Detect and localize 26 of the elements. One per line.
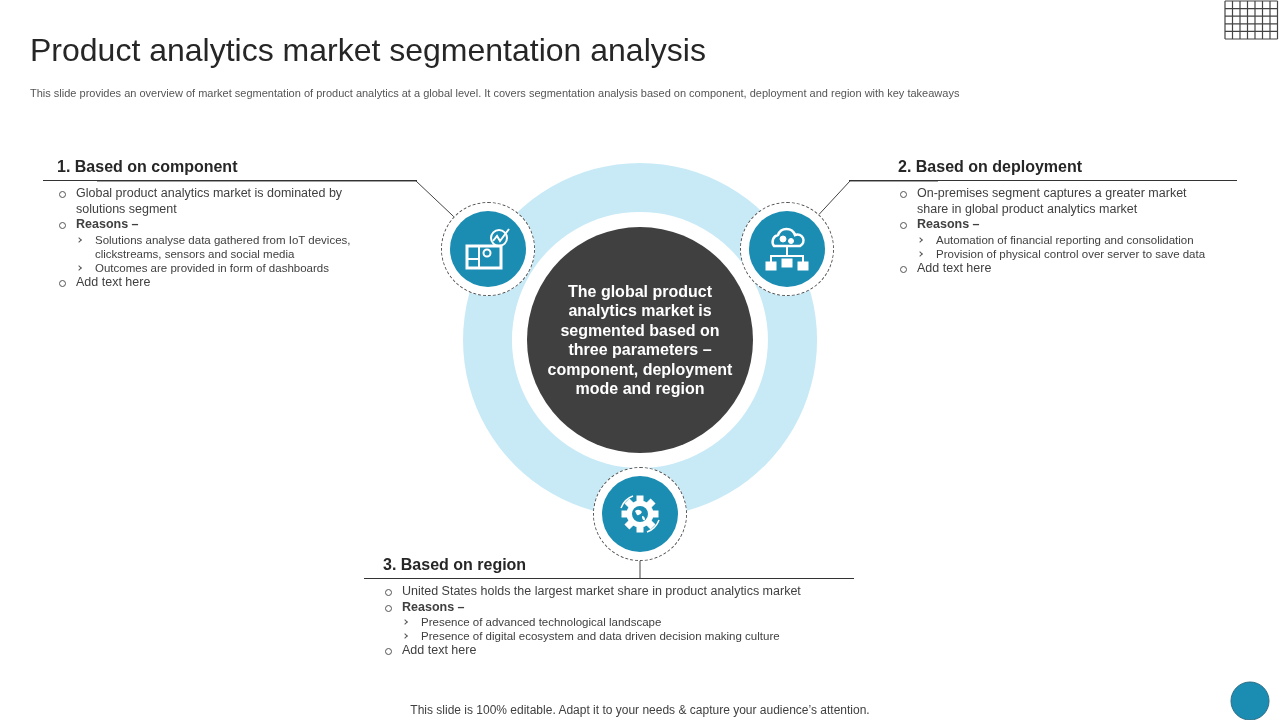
bullet-text: Add text here bbox=[402, 643, 477, 659]
leader-line bbox=[818, 180, 939, 215]
subtitle-text: This slide provides an overview of market segmentation of product analytics at a global level. It covers segmentation analysis based on component, deployment and region with key takeaways bbox=[30, 87, 961, 99]
bullet-text: Presence of digital ecosystem and data driven decision making culture bbox=[421, 629, 780, 643]
bullet-text: Outcomes are provided in form of dashboards bbox=[95, 260, 329, 275]
bullet-text: Reasons – bbox=[76, 217, 139, 233]
center-text: The global product analytics market is segmented based on three parameters – component, deployment mode and region bbox=[546, 281, 734, 399]
bullet-text: Reasons – bbox=[917, 217, 980, 233]
footer-note: This slide is 100% editable. Adapt it to your needs & capture your audience’s attention. bbox=[409, 703, 871, 717]
bullet-text: Provision of physical control over server to save data bbox=[936, 246, 1206, 261]
bullet-text: Presence of advanced technological landscape bbox=[421, 615, 662, 629]
section-heading: 2. Based on deployment bbox=[849, 157, 1237, 181]
bullet-text: Add text here bbox=[76, 274, 151, 290]
bullet-text: Solutions analyse data gathered from IoT devices, clickstreams, sensors and social media bbox=[95, 232, 366, 261]
leader-line bbox=[639, 560, 641, 580]
bullet-text: United States holds the largest market share in product analytics market bbox=[402, 584, 801, 600]
bullet-text: Reasons – bbox=[402, 599, 465, 615]
slide-title: Product analytics market segmentation analysis bbox=[30, 31, 706, 70]
bullet-text: Automation of financial reporting and consolidation bbox=[936, 232, 1194, 247]
section-heading: 1. Based on component bbox=[43, 157, 417, 181]
leader-line bbox=[96, 180, 455, 218]
circle-node bbox=[740, 202, 834, 296]
bullet-text: On-premises segment captures a greater market share in global product analytics market bbox=[917, 186, 1212, 217]
bullet-text: Add text here bbox=[917, 260, 992, 276]
bullet-text: Global product analytics market is dominated by solutions segment bbox=[76, 186, 366, 217]
section-heading: 3. Based on region bbox=[364, 555, 854, 579]
